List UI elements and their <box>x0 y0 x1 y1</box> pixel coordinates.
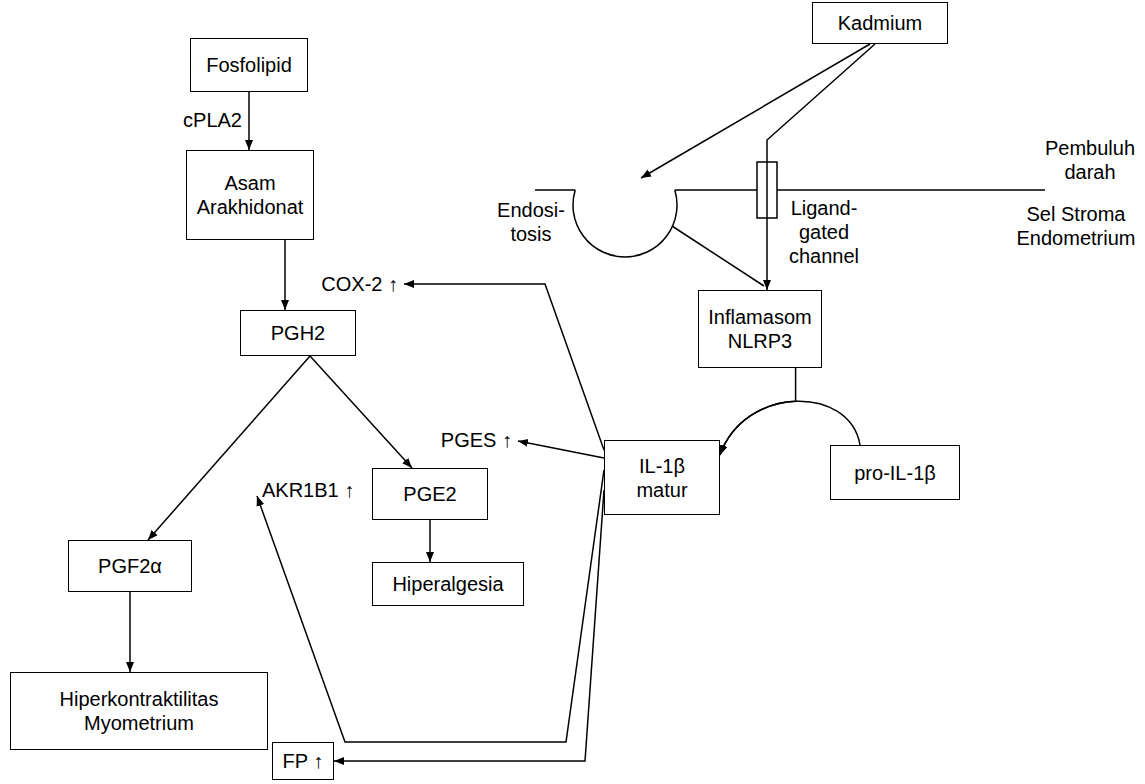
arrow-connector <box>767 44 875 290</box>
cadmium-arrow <box>641 44 870 178</box>
enzyme-label: COX-2 ↑ <box>321 272 398 296</box>
region-label: Ligand- gated channel <box>784 196 864 268</box>
process-box: PGH2 <box>240 310 356 356</box>
process-box: PGF2α <box>68 540 192 592</box>
connector-line <box>767 44 875 290</box>
arrow-connector <box>310 356 412 468</box>
region-label: Sel Stroma Endometrium <box>1012 202 1140 250</box>
arrow-connector <box>430 520 431 562</box>
arrow-connector <box>334 490 604 761</box>
box-text: Kadmium <box>838 11 922 35</box>
process-box: pro-IL-1β <box>830 445 960 500</box>
process-box: IL-1β matur <box>604 440 720 515</box>
connector-line <box>148 356 310 540</box>
arrow-connector <box>148 356 310 540</box>
box-text: Hiperkontraktilitas Myometrium <box>17 687 261 735</box>
box-text: PGF2α <box>98 554 162 578</box>
process-box: Inflamasom NLRP3 <box>698 290 822 368</box>
enzyme-label: cPLA2 <box>183 108 242 132</box>
arrow-connector <box>249 92 250 150</box>
arrow-connector <box>130 592 131 672</box>
enzyme-label: AKR1B1 ↑ <box>262 478 354 502</box>
box-text: FP ↑ <box>283 749 324 773</box>
connector-line <box>284 240 286 310</box>
process-box: Fosfolipid <box>190 38 308 92</box>
process-box: Kadmium <box>812 2 948 44</box>
connector-line <box>129 592 131 672</box>
vessel-membrane <box>535 189 1045 191</box>
connector-line <box>334 490 604 761</box>
region-label: Endosi- tosis <box>494 198 568 246</box>
box-text: PGE2 <box>403 482 456 506</box>
process-box: Hiperkontraktilitas Myometrium <box>10 672 268 750</box>
arrow-connector <box>285 240 286 310</box>
induction-arrow <box>518 441 604 458</box>
connector-line <box>248 92 250 150</box>
vesicle-line <box>672 226 764 286</box>
region-label: Pembuluh darah <box>1040 136 1140 184</box>
box-text: pro-IL-1β <box>854 461 936 485</box>
connector-line <box>429 520 431 562</box>
endocytosis-vesicle <box>573 190 677 257</box>
box-text: Inflamasom NLRP3 <box>705 305 815 353</box>
box-text: IL-1β matur <box>622 454 702 502</box>
box-text: Hiperalgesia <box>392 572 503 596</box>
process-box: Asam Arakhidonat <box>186 150 314 240</box>
box-text: Fosfolipid <box>206 53 292 77</box>
box-text: Asam Arakhidonat <box>193 171 307 219</box>
process-box: FP ↑ <box>272 742 334 780</box>
connector-line <box>310 356 412 468</box>
induction-arrow <box>404 284 604 450</box>
enzyme-label: PGES ↑ <box>441 428 512 452</box>
process-box: Hiperalgesia <box>372 562 524 606</box>
box-text: PGH2 <box>271 321 325 345</box>
process-box: PGE2 <box>372 468 488 520</box>
